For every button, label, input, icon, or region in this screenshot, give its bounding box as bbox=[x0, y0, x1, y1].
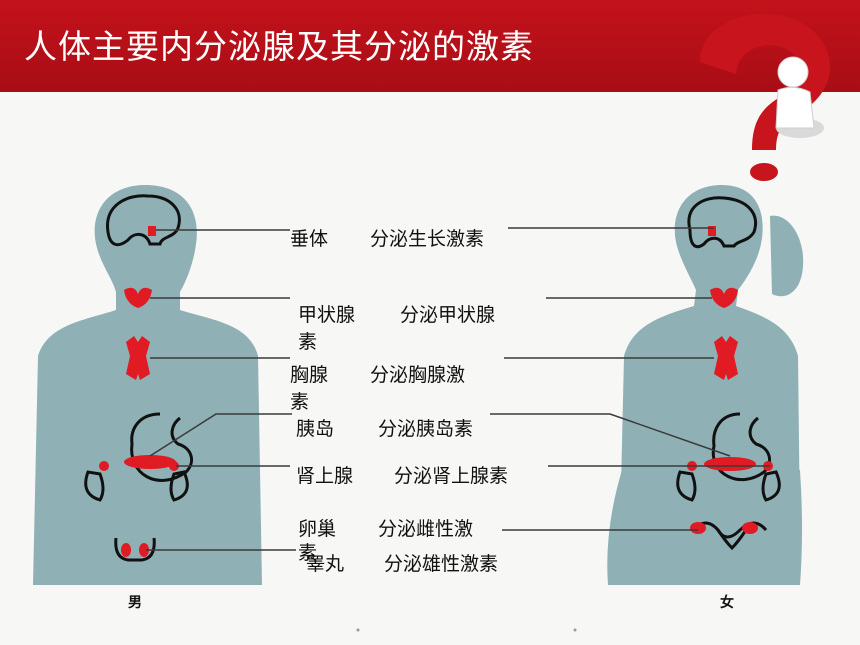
female-thymus bbox=[714, 336, 738, 380]
label-testis: 睾丸 bbox=[306, 553, 345, 575]
female-ovaries bbox=[690, 521, 768, 551]
female-brain-icon bbox=[687, 196, 757, 249]
label-ovary-hormone: 分泌雌性激 bbox=[378, 518, 474, 540]
male-brain-icon bbox=[106, 194, 181, 247]
label-adrenal-hormone: 分泌肾上腺素 bbox=[394, 465, 509, 487]
page-title: 人体主要内分泌腺及其分泌的激素 bbox=[24, 27, 534, 66]
male-stomach bbox=[124, 412, 194, 482]
label-pituitary: 垂体 bbox=[290, 228, 329, 250]
male-thyroid bbox=[124, 287, 152, 308]
label-adrenal: 肾上腺 bbox=[296, 465, 354, 487]
label-thyroid-hormone-wrap: 素 bbox=[298, 331, 318, 353]
female-thyroid bbox=[710, 287, 738, 308]
label-thyroid: 甲状腺 bbox=[298, 304, 356, 326]
male-kidneys bbox=[84, 461, 189, 502]
label-ovary-hormone-wrap: 素 bbox=[298, 542, 318, 564]
female-stomach bbox=[704, 412, 772, 482]
label-thyroid-hormone: 分泌甲状腺 bbox=[400, 304, 496, 326]
male-testes bbox=[114, 537, 156, 562]
label-pituitary-hormone: 分泌生长激素 bbox=[370, 228, 485, 250]
male-body bbox=[33, 185, 262, 585]
male-thymus bbox=[126, 336, 150, 380]
label-islet-hormone: 分泌胰岛素 bbox=[378, 418, 474, 440]
question-mark-icon bbox=[700, 13, 831, 181]
female-body bbox=[607, 185, 804, 585]
thinking-person-icon bbox=[775, 56, 824, 138]
label-ovary: 卵巢 bbox=[298, 518, 337, 540]
label-thymus-hormone-wrap: 素 bbox=[290, 391, 310, 413]
label-thymus: 胸腺 bbox=[290, 364, 329, 386]
leader-lines bbox=[146, 227, 770, 551]
label-testis-hormone: 分泌雄性激素 bbox=[384, 553, 499, 575]
label-male: 男 bbox=[128, 595, 142, 611]
label-female: 女 bbox=[720, 595, 734, 611]
label-thymus-hormone: 分泌胸腺激 bbox=[370, 364, 466, 386]
label-islet: 胰岛 bbox=[296, 418, 335, 440]
